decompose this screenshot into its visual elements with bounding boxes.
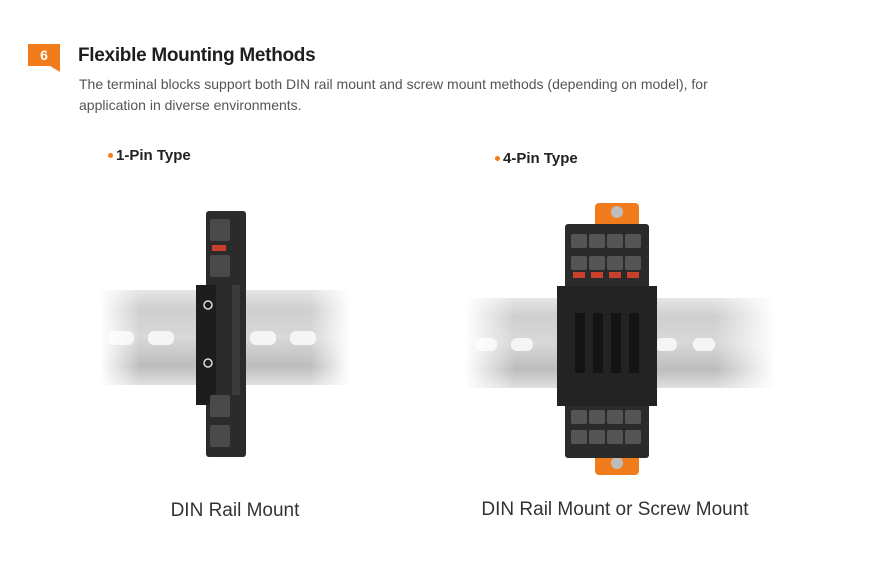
section-title: Flexible Mounting Methods xyxy=(78,45,316,66)
type-label-text: 1-Pin Type xyxy=(116,147,191,164)
section-number: 6 xyxy=(40,47,48,63)
bullet-dot xyxy=(108,153,113,158)
section-number-badge: 6 xyxy=(28,44,60,66)
type-label-text: 4-Pin Type xyxy=(503,150,578,167)
one-pin-terminal-image xyxy=(100,211,350,457)
four-pin-terminal-image xyxy=(465,203,775,475)
caption-1pin: DIN Rail Mount xyxy=(170,500,300,521)
section-description: The terminal blocks support both DIN rai… xyxy=(79,76,708,113)
bullet-dot xyxy=(495,156,500,161)
type-label-1pin: 1-Pin Type xyxy=(108,147,191,164)
badge-tail xyxy=(50,66,60,72)
type-label-4pin: 4-Pin Type xyxy=(495,150,578,167)
caption-4pin: DIN Rail Mount or Screw Mount xyxy=(481,499,749,520)
